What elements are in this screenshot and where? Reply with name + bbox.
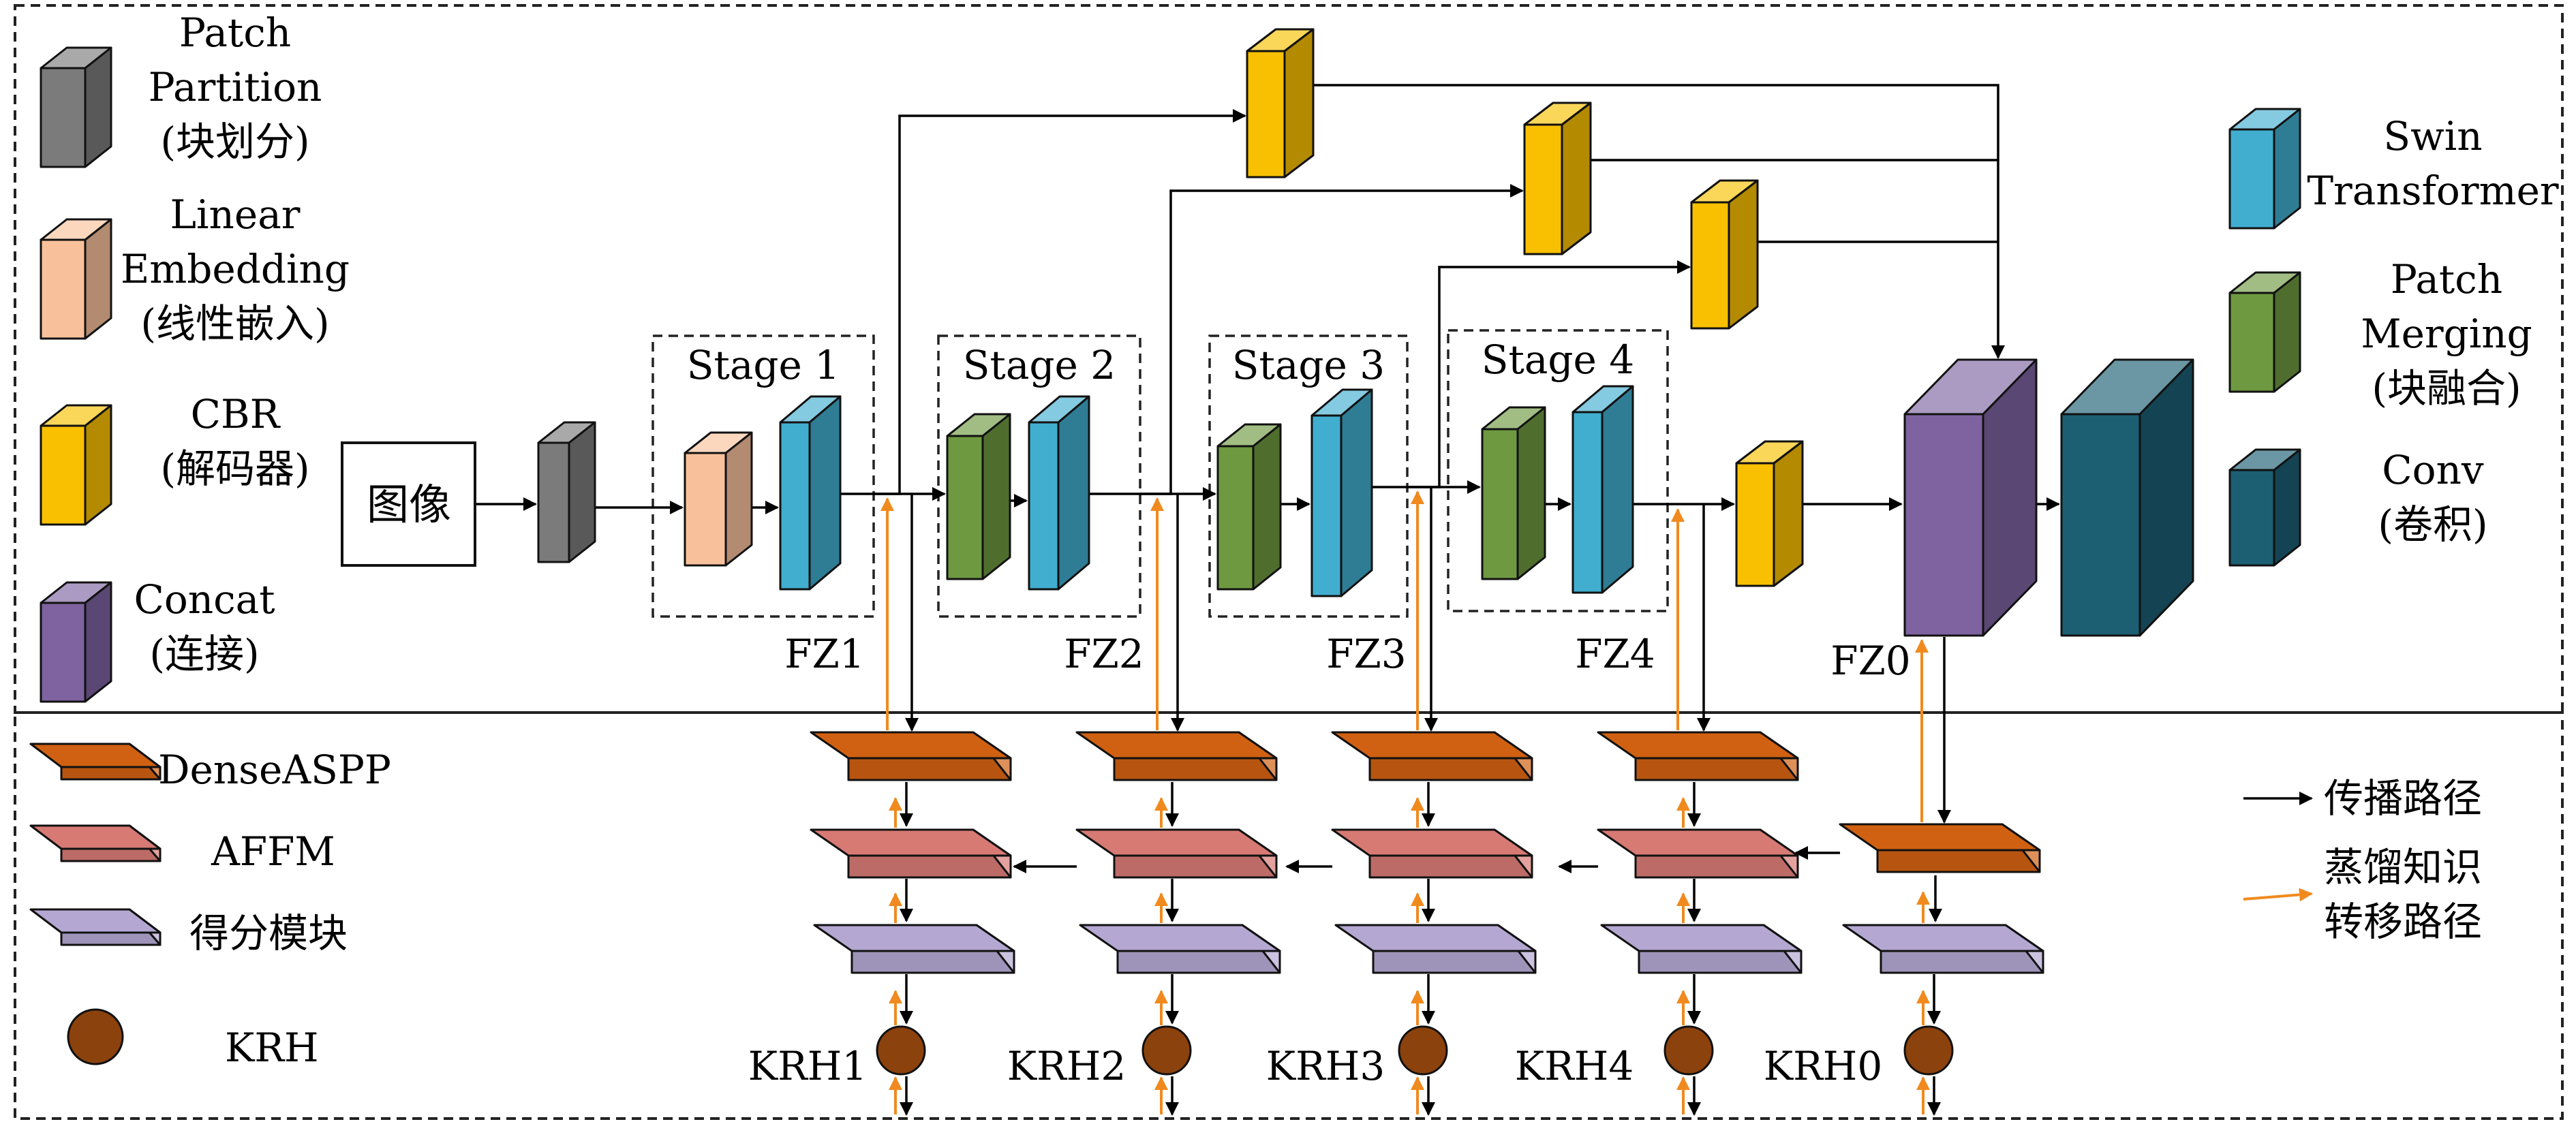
concat-legend-icon bbox=[40, 581, 112, 703]
swin-transformer-legend-line-2: Transformer bbox=[2307, 168, 2559, 214]
panel-borders bbox=[14, 4, 2564, 1120]
stage-1-swin-block bbox=[779, 395, 842, 591]
arrow-stage2-to-cbr2 bbox=[1089, 184, 1524, 495]
patch-partition-block bbox=[537, 421, 596, 563]
distill-legend-arrow bbox=[2243, 888, 2313, 902]
linear-embedding-block bbox=[684, 431, 753, 567]
linear-embedding-legend-line-1: Linear bbox=[170, 191, 300, 238]
distill-legend-label-2: 转移路径 bbox=[2324, 899, 2482, 945]
cbr-legend-icon bbox=[40, 404, 112, 526]
arrow-stage1-to-cbr1 bbox=[840, 109, 1246, 495]
score-block-0 bbox=[1842, 924, 2044, 974]
dense-aspp-block-2 bbox=[1075, 731, 1278, 781]
propagation-legend-label: 传播路径 bbox=[2324, 775, 2482, 822]
stage-2-swin-block bbox=[1028, 395, 1090, 591]
stage-4-merging-block bbox=[1481, 406, 1546, 580]
arrow-stage3-to-cbr3 bbox=[1372, 260, 1691, 488]
krh-label-1: KRH1 bbox=[748, 1043, 867, 1089]
fz-label-2: FZ2 bbox=[1064, 631, 1144, 677]
cbr-legend-line-1: CBR bbox=[191, 391, 281, 437]
krh-label-0: KRH0 bbox=[1764, 1043, 1882, 1089]
krh-node-1 bbox=[876, 1025, 926, 1076]
conv-legend-line-1: Conv bbox=[2382, 447, 2484, 493]
stage-3-swin-block bbox=[1310, 388, 1373, 597]
krh-label-3: KRH3 bbox=[1266, 1043, 1385, 1089]
patch-partition-legend-line-3: (块划分) bbox=[160, 119, 309, 165]
distill-legend-label-1: 蒸馏知识 bbox=[2324, 844, 2482, 890]
linear-embedding-legend-line-2: Embedding bbox=[121, 246, 350, 292]
cbr-block-3 bbox=[1690, 179, 1759, 330]
linear-embedding-legend-icon bbox=[40, 218, 112, 340]
fz-label-0: FZ0 bbox=[1830, 638, 1910, 684]
fz-label-1: FZ1 bbox=[784, 631, 864, 677]
cbr-block-1 bbox=[1246, 28, 1315, 178]
score-module-legend-icon bbox=[29, 908, 162, 946]
conv-legend-line-2: (卷积) bbox=[2378, 501, 2487, 548]
score-block-3 bbox=[1334, 924, 1537, 974]
affm-block-2 bbox=[1075, 828, 1278, 879]
stage-4-label: Stage 4 bbox=[1482, 337, 1634, 383]
arrow-cbr1-to-concat bbox=[1313, 84, 2005, 359]
dense-aspp-block-4 bbox=[1597, 731, 1799, 781]
cbr-block-2 bbox=[1523, 102, 1592, 255]
affm-legend-icon bbox=[29, 824, 162, 862]
fz-label-3: FZ3 bbox=[1326, 631, 1406, 677]
krh-node-2 bbox=[1141, 1025, 1192, 1076]
fz-label-4: FZ4 bbox=[1575, 631, 1655, 677]
patch-partition-legend-icon bbox=[40, 46, 112, 168]
krh-legend-icon bbox=[67, 1008, 124, 1065]
krh-label-4: KRH4 bbox=[1515, 1043, 1634, 1089]
krh-node-4 bbox=[1663, 1025, 1714, 1076]
stage-4-box bbox=[1447, 329, 1669, 612]
stage-2-label: Stage 2 bbox=[963, 342, 1116, 388]
affm-block-4 bbox=[1597, 828, 1799, 879]
stage-2-merging-block bbox=[946, 413, 1011, 580]
swin-transformer-legend-icon bbox=[2228, 108, 2301, 230]
conv-legend-icon bbox=[2228, 448, 2301, 567]
stage-3-box bbox=[1208, 334, 1409, 618]
input-image-box bbox=[341, 441, 476, 567]
krh-node-0 bbox=[1903, 1025, 1954, 1076]
score-block-2 bbox=[1079, 924, 1281, 974]
patch-partition-legend-line-2: Partition bbox=[149, 64, 322, 110]
concat-legend-line-1: Concat bbox=[134, 576, 275, 623]
swin-transformer-legend-line-1: Swin bbox=[2383, 113, 2482, 159]
dense-aspp-block-0 bbox=[1839, 823, 2041, 873]
stage-3-label: Stage 3 bbox=[1232, 342, 1385, 388]
cbr-block-4 bbox=[1735, 440, 1804, 587]
stage-4-swin-block bbox=[1571, 385, 1634, 594]
dense-aspp-block-1 bbox=[810, 731, 1012, 781]
krh-node-3 bbox=[1398, 1025, 1448, 1076]
score-module-legend-label: 得分模块 bbox=[189, 910, 348, 956]
affm-block-1 bbox=[810, 828, 1012, 879]
patch-merging-legend-line-3: (块融合) bbox=[2372, 365, 2521, 411]
conv-block bbox=[2060, 358, 2194, 637]
patch-merging-legend-line-1: Patch bbox=[2391, 256, 2502, 302]
stage-1-label: Stage 1 bbox=[687, 342, 840, 388]
stage-3-merging-block bbox=[1216, 423, 1282, 591]
stage-1-box bbox=[651, 334, 875, 618]
cbr-legend-line-2: (解码器) bbox=[160, 446, 309, 492]
krh-legend-label: KRH bbox=[225, 1025, 319, 1071]
patch-merging-legend-icon bbox=[2228, 271, 2301, 393]
dense-aspp-legend-label: DenseASPP bbox=[158, 747, 391, 793]
concat-block bbox=[1903, 358, 2038, 637]
concat-legend-line-2: (连接) bbox=[149, 631, 259, 677]
affm-legend-label: AFFM bbox=[211, 828, 335, 875]
patch-partition-legend-line-1: Patch bbox=[179, 10, 291, 56]
score-block-4 bbox=[1600, 924, 1803, 974]
krh-label-2: KRH2 bbox=[1007, 1043, 1126, 1089]
score-block-1 bbox=[813, 924, 1015, 974]
dense-aspp-block-3 bbox=[1331, 731, 1533, 781]
affm-block-3 bbox=[1331, 828, 1533, 879]
input-image-label: 图像 bbox=[367, 480, 451, 529]
dense-aspp-legend-icon bbox=[29, 743, 162, 781]
patch-merging-legend-line-2: Merging bbox=[2361, 311, 2532, 357]
stage-2-box bbox=[937, 334, 1141, 618]
linear-embedding-legend-line-3: (线性嵌入) bbox=[140, 300, 329, 347]
